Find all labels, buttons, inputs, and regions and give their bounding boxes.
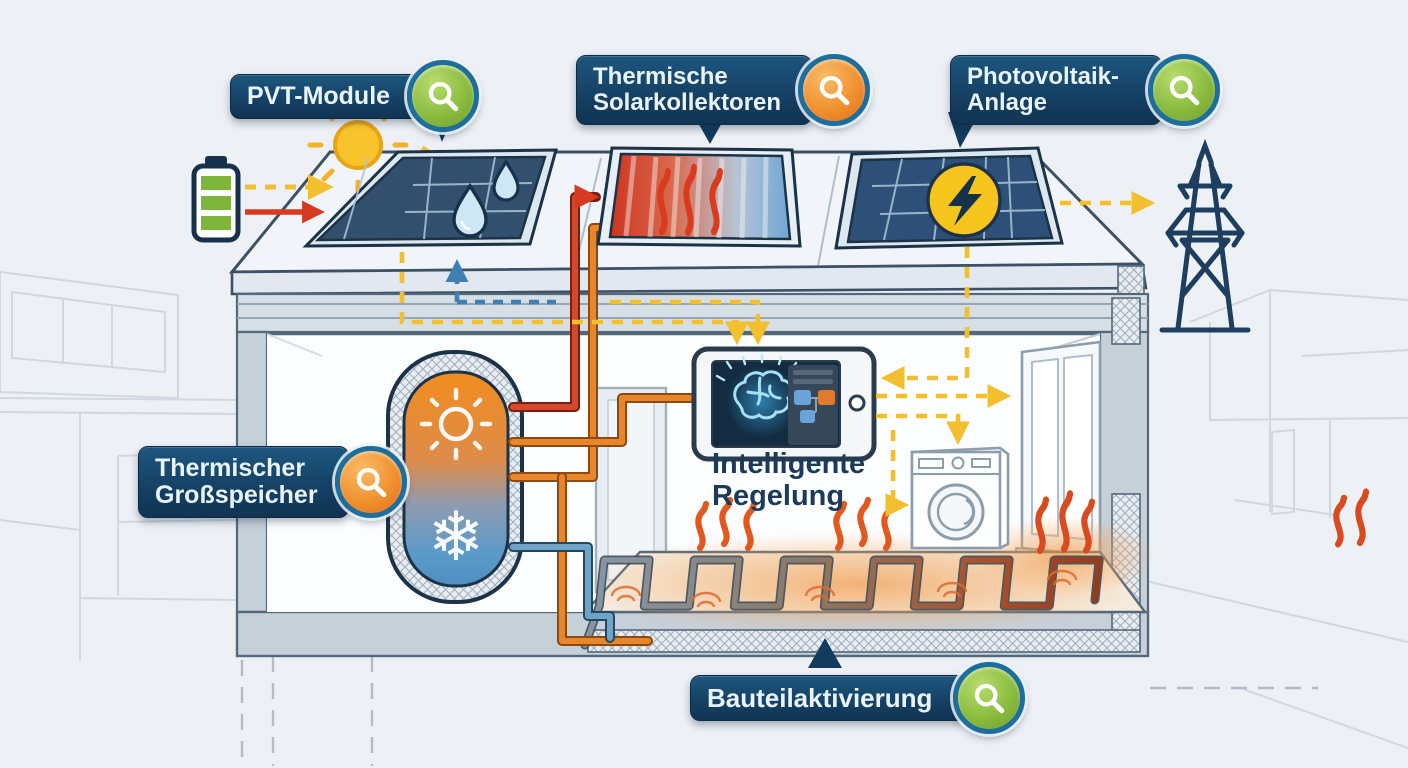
tablet-controller	[691, 346, 877, 462]
water-drop-icon	[452, 159, 520, 238]
snowflake-icon: ❄	[428, 498, 485, 577]
callout-label: Anlage	[967, 89, 1048, 116]
magnifier-icon[interactable]	[407, 60, 480, 132]
caption-line: Intelligente	[712, 448, 866, 480]
callout-label: Thermischer	[155, 454, 306, 482]
power-pylon-icon	[1159, 138, 1251, 333]
magnifier-icon[interactable]	[1148, 54, 1221, 126]
callout-thermischer-grossspeicher[interactable]: Thermischer Großspeicher	[138, 446, 407, 518]
magnifier-icon[interactable]	[798, 54, 871, 126]
thermal-storage-tank: ❄	[386, 350, 524, 604]
pv-panel	[834, 146, 1064, 250]
caption-line: Regelung	[712, 480, 845, 513]
caption-intelligente-regelung: Intelligente Regelung	[712, 448, 865, 513]
thermal-collector-panel	[596, 146, 802, 248]
magnifier-icon[interactable]	[334, 446, 407, 518]
foundation-dashes	[240, 650, 1318, 766]
callout-photovoltaik-anlage[interactable]: Photovoltaik- Anlage	[950, 54, 1221, 126]
battery-output-arrows	[245, 174, 334, 224]
signal-lines	[399, 191, 1156, 517]
floor-heating-coil	[580, 555, 1104, 650]
pvt-panel	[302, 148, 558, 248]
lightning-icon	[926, 162, 1002, 238]
callout-thermische-solarkollektoren[interactable]: Thermische Solarkollektoren	[576, 54, 871, 126]
callout-label: Thermische	[593, 63, 728, 91]
callout-label: Solarkollektoren	[593, 89, 782, 116]
callout-bauteilaktivierung[interactable]: Bauteilaktivierung	[690, 662, 1026, 734]
callout-label: Großspeicher	[155, 481, 318, 509]
battery-icon	[191, 156, 241, 243]
callout-tail	[808, 638, 842, 668]
washing-machine-icon	[910, 446, 1010, 550]
callout-label: Photovoltaik-	[967, 63, 1120, 91]
callout-label: Bauteilaktivierung	[707, 682, 933, 713]
floor-radiation-arcs	[610, 569, 1078, 608]
callout-pvt-module[interactable]: PVT-Module	[230, 60, 480, 132]
magnifier-icon[interactable]	[953, 662, 1026, 734]
background-buildings	[0, 270, 1408, 749]
callout-label: PVT-Module	[247, 81, 391, 110]
tank-sun-icon	[419, 387, 493, 461]
